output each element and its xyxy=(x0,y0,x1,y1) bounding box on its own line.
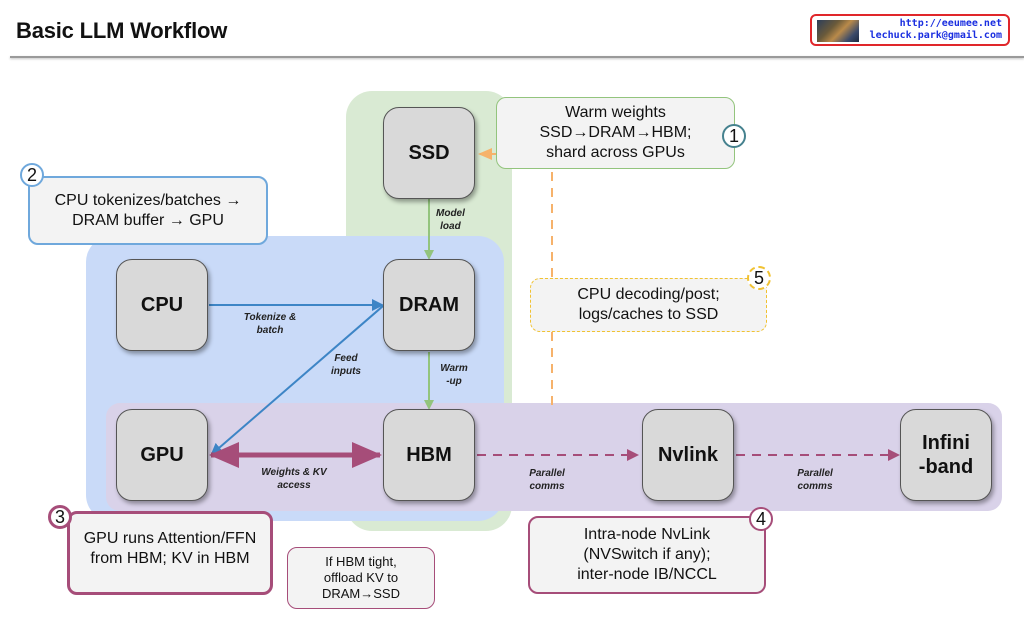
callout-step1: Warm weights SSD→DRAM→HBM; shard across … xyxy=(496,97,735,169)
edge-label-line: Feed xyxy=(334,353,358,364)
edge-label-feed-inputs: Feed inputs xyxy=(322,352,370,378)
callout-line: GPU runs Attention/FFN xyxy=(83,530,257,547)
edge-label-parallel-comms-1: Parallel comms xyxy=(522,467,572,493)
callout-line: DRAM buffer → GPU xyxy=(72,211,224,229)
node-ssd[interactable]: SSD xyxy=(383,107,475,199)
callout-line: CPU decoding/post; xyxy=(577,286,720,303)
callout-step5: CPU decoding/post; logs/caches to SSD xyxy=(530,278,767,332)
node-hbm[interactable]: HBM xyxy=(383,409,475,501)
edge-label-line: -up xyxy=(446,376,462,387)
step-badge-1: 1 xyxy=(722,124,746,148)
edge-label-line: Parallel xyxy=(529,468,565,479)
callout-line: shard across GPUs xyxy=(546,144,685,161)
edge-label-line: Parallel xyxy=(797,468,833,479)
callout-line: CPU tokenizes/batches → xyxy=(54,191,242,209)
brand-url[interactable]: http://eeumee.net xyxy=(899,18,1002,29)
callout-line: offload KV to xyxy=(323,570,399,585)
callout-line: If HBM tight, xyxy=(325,554,397,569)
step-badge-4: 4 xyxy=(749,507,773,531)
edge-label-line: Model xyxy=(436,208,465,219)
node-infiniband-line1: Infini xyxy=(922,432,970,454)
edge-dram-gpu xyxy=(210,305,384,456)
callout-line: inter-node IB/NCCL xyxy=(577,566,717,583)
brand-email[interactable]: lechuck.park@gmail.com xyxy=(869,30,1002,41)
title-divider xyxy=(10,56,1024,58)
edge-label-line: Tokenize & xyxy=(243,312,297,323)
page-title: Basic LLM Workflow xyxy=(16,18,228,43)
edge-label-line: comms xyxy=(529,481,565,492)
callout-step3: GPU runs Attention/FFN from HBM; KV in H… xyxy=(67,511,273,595)
brand-text: http://eeumee.net lechuck.park@gmail.com xyxy=(870,18,1002,42)
edge-label-tokenize: Tokenize & batch xyxy=(227,311,313,337)
edge-label-line: inputs xyxy=(331,366,361,377)
node-dram[interactable]: DRAM xyxy=(383,259,475,351)
brand-image xyxy=(817,20,859,42)
edge-label-line: batch xyxy=(256,325,284,336)
step-badge-3: 3 xyxy=(48,505,72,529)
callout-line: Intra-node NvLink xyxy=(583,526,711,543)
node-gpu[interactable]: GPU xyxy=(116,409,208,501)
edge-label-model-load: Model load xyxy=(436,207,465,233)
callout-step2: CPU tokenizes/batches → DRAM buffer → GP… xyxy=(28,176,268,245)
edge-label-warm-up: Warm -up xyxy=(437,362,471,388)
callout-line: DRAM→SSD xyxy=(321,586,400,601)
callout-step3-note: If HBM tight, offload KV to DRAM→SSD xyxy=(287,547,435,609)
step-badge-2: 2 xyxy=(20,163,44,187)
edge-label-line: Weights & KV xyxy=(261,467,327,478)
callout-line: from HBM; KV in HBM xyxy=(90,550,250,567)
callout-step4: Intra-node NvLink (NVSwitch if any); int… xyxy=(528,516,766,594)
edge-label-line: comms xyxy=(797,481,833,492)
node-nvlink[interactable]: Nvlink xyxy=(642,409,734,501)
node-cpu[interactable]: CPU xyxy=(116,259,208,351)
edge-label-line: load xyxy=(440,221,461,232)
edge-label-line: Warm xyxy=(440,363,468,374)
edge-label-parallel-comms-2: Parallel comms xyxy=(790,467,840,493)
node-infiniband[interactable]: Infini -band xyxy=(900,409,992,501)
brand-badge: http://eeumee.net lechuck.park@gmail.com xyxy=(810,14,1010,46)
callout-line: logs/caches to SSD xyxy=(578,306,719,323)
edge-label-weights-kv: Weights & KV access xyxy=(244,466,344,492)
callout-line: Warm weights xyxy=(565,104,666,121)
callout-line: SSD→DRAM→HBM; xyxy=(539,124,692,141)
step-badge-5: 5 xyxy=(747,266,771,290)
edge-label-line: access xyxy=(277,480,311,491)
node-infiniband-line2: -band xyxy=(918,456,974,478)
callout-line: (NVSwitch if any); xyxy=(583,546,711,563)
